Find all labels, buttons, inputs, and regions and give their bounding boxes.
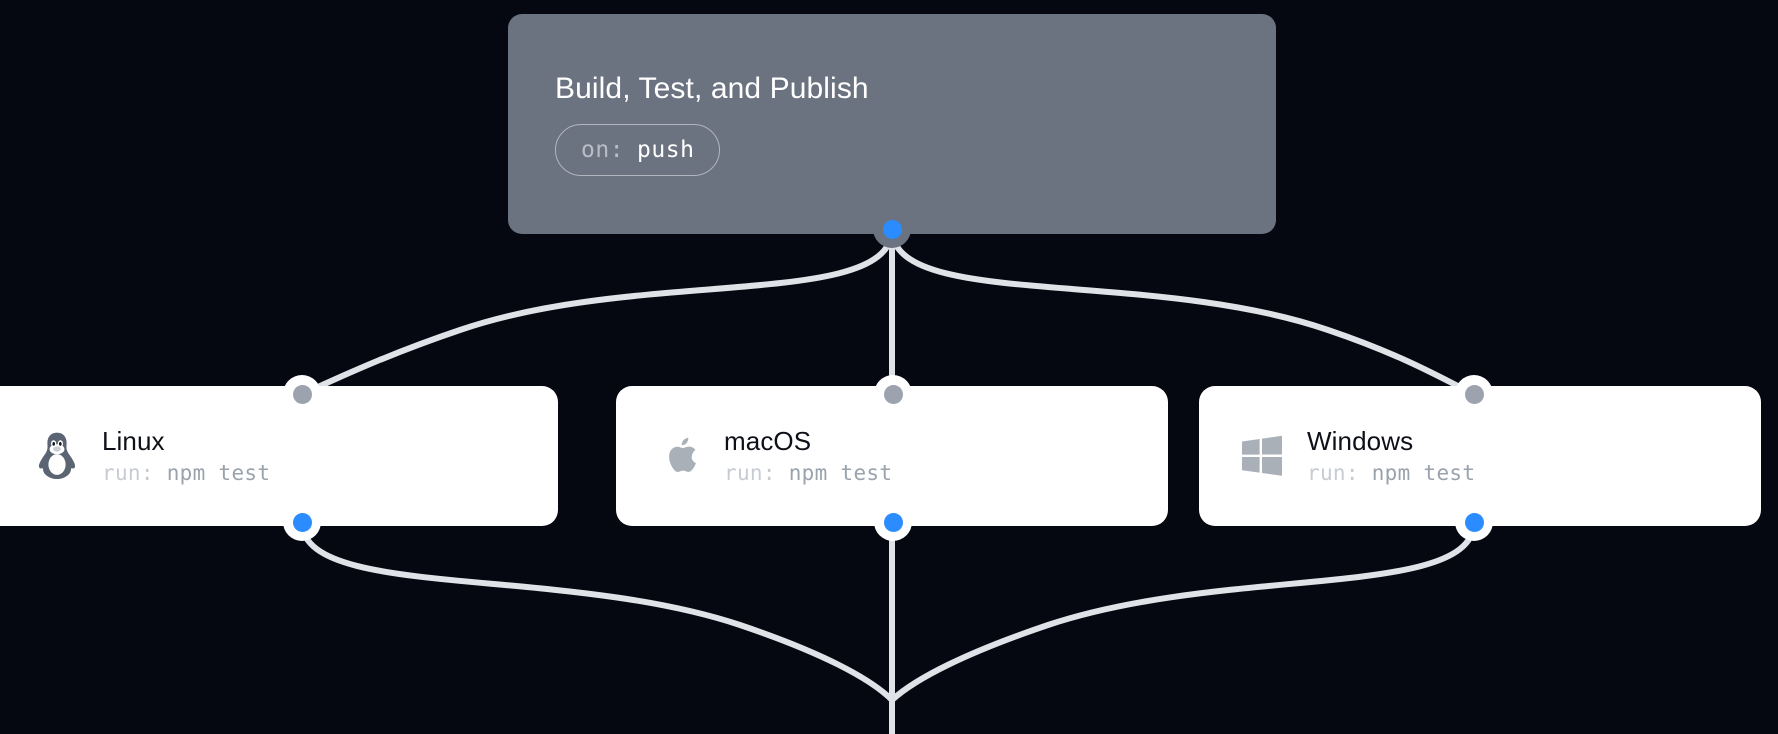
port-macos-output[interactable] xyxy=(874,503,912,541)
job-node-macos-title: macOS xyxy=(724,426,812,457)
apple-logo-icon xyxy=(656,431,702,481)
trigger-event-key: on: xyxy=(581,137,625,163)
port-dot xyxy=(883,512,903,532)
job-command-key: run: xyxy=(724,460,776,485)
trigger-event-pill[interactable]: on: push xyxy=(555,124,721,176)
edge-linux-to-publish xyxy=(299,519,895,734)
linux-penguin-icon xyxy=(34,431,80,481)
job-command-value: npm test xyxy=(1371,460,1476,485)
job-node-linux[interactable]: Linux run: npm test xyxy=(0,386,558,526)
port-trigger-output[interactable] xyxy=(873,210,911,248)
job-node-linux-command: run: npm test xyxy=(102,462,270,484)
port-macos-input[interactable] xyxy=(874,375,912,413)
job-node-linux-text: Linux run: npm test xyxy=(102,426,270,484)
job-node-macos-text: macOS run: npm test xyxy=(724,426,892,484)
port-dot xyxy=(882,219,902,239)
job-node-windows-text: Windows run: npm test xyxy=(1307,426,1475,484)
job-node-windows-title: Windows xyxy=(1307,426,1414,457)
port-windows-input[interactable] xyxy=(1455,375,1493,413)
job-command-key: run: xyxy=(102,460,154,485)
edge-windows-to-publish xyxy=(889,519,1477,734)
port-linux-input[interactable] xyxy=(283,375,321,413)
trigger-node[interactable]: Build, Test, and Publish on: push xyxy=(508,14,1276,234)
edge-trigger-to-windows xyxy=(889,226,1477,397)
trigger-event-value: push xyxy=(637,137,695,163)
job-command-value: npm test xyxy=(788,460,893,485)
job-node-windows-command: run: npm test xyxy=(1307,462,1475,484)
windows-logo-icon xyxy=(1239,431,1285,481)
port-dot xyxy=(292,384,312,404)
job-node-macos-command: run: npm test xyxy=(724,462,892,484)
port-linux-output[interactable] xyxy=(283,503,321,541)
port-dot xyxy=(883,384,903,404)
edge-trigger-to-linux xyxy=(299,226,895,397)
job-command-value: npm test xyxy=(166,460,271,485)
port-dot xyxy=(292,512,312,532)
port-windows-output[interactable] xyxy=(1455,503,1493,541)
job-node-linux-title: Linux xyxy=(102,426,165,457)
job-command-key: run: xyxy=(1307,460,1359,485)
port-dot xyxy=(1464,512,1484,532)
trigger-node-title: Build, Test, and Publish xyxy=(555,72,869,105)
port-dot xyxy=(1464,384,1484,404)
